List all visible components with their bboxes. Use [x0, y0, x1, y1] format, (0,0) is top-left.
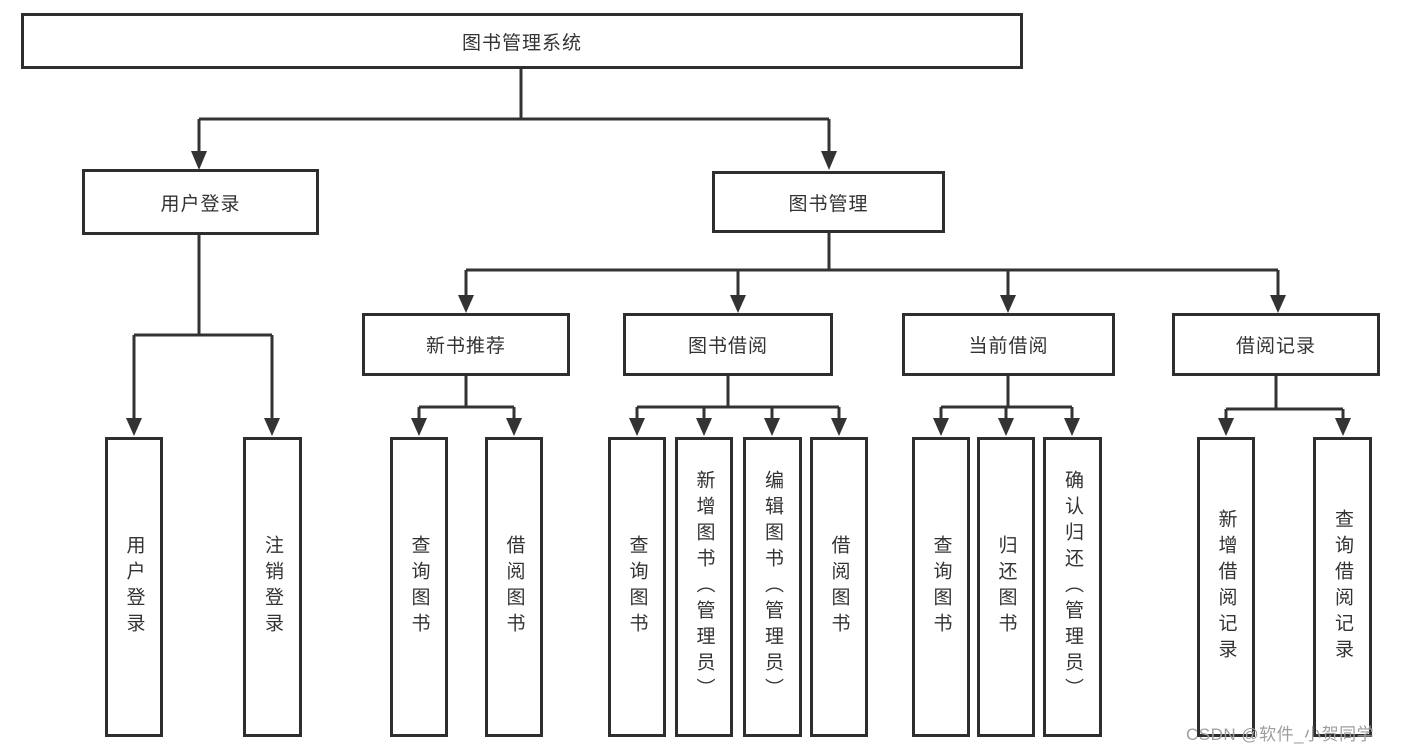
node-current-borrow: 当前借阅 — [902, 313, 1115, 376]
node-book-borrow-label: 图书借阅 — [687, 336, 768, 357]
leaf-edit-books-admin-label: 编辑图书（管理员） — [762, 470, 783, 704]
leaf-add-borrow-record-label: 新增借阅记录 — [1215, 509, 1237, 665]
leaf-query-books-current-label: 查询图书 — [930, 535, 952, 639]
watermark-text: CSDN @软件_小贺同学 — [1186, 725, 1375, 744]
node-new-book-recommend-label: 新书推荐 — [425, 336, 506, 357]
leaf-confirm-return-admin: 确认归还（管理员） — [1043, 437, 1102, 737]
node-book-management: 图书管理 — [712, 171, 945, 233]
node-new-book-recommend: 新书推荐 — [362, 313, 570, 376]
leaf-add-books-admin: 新增图书（管理员） — [675, 437, 733, 737]
leaf-edit-books-admin: 编辑图书（管理员） — [743, 437, 802, 737]
leaf-query-books-borrow: 查询图书 — [608, 437, 666, 737]
node-borrow-records: 借阅记录 — [1172, 313, 1380, 376]
leaf-query-books-recommend: 查询图书 — [390, 437, 448, 737]
leaf-borrow-books-recommend: 借阅图书 — [485, 437, 543, 737]
leaf-query-books-recommend-label: 查询图书 — [408, 535, 430, 639]
node-book-borrow: 图书借阅 — [623, 313, 833, 376]
node-root: 图书管理系统 — [21, 13, 1023, 69]
leaf-user-login-label: 用户登录 — [123, 535, 145, 639]
leaf-user-login: 用户登录 — [105, 437, 163, 737]
leaf-return-books: 归还图书 — [977, 437, 1035, 737]
leaf-query-books-borrow-label: 查询图书 — [626, 535, 648, 639]
leaf-borrow-books-label: 借阅图书 — [828, 535, 850, 639]
leaf-borrow-books-recommend-label: 借阅图书 — [503, 535, 525, 639]
leaf-query-borrow-record-label: 查询借阅记录 — [1332, 509, 1353, 665]
leaf-logout-label: 注销登录 — [262, 535, 283, 639]
node-borrow-records-label: 借阅记录 — [1235, 336, 1316, 357]
leaf-add-borrow-record: 新增借阅记录 — [1197, 437, 1255, 737]
leaf-add-books-admin-label: 新增图书（管理员） — [693, 470, 715, 704]
node-user-login-label: 用户登录 — [160, 193, 241, 215]
leaf-return-books-label: 归还图书 — [995, 535, 1017, 639]
leaf-borrow-books: 借阅图书 — [810, 437, 868, 737]
leaf-query-books-current: 查询图书 — [912, 437, 970, 737]
leaf-confirm-return-admin-label: 确认归还（管理员） — [1062, 470, 1083, 704]
node-user-login: 用户登录 — [82, 169, 319, 235]
node-book-management-label: 图书管理 — [788, 193, 869, 215]
node-root-label: 图书管理系统 — [461, 32, 582, 54]
leaf-logout: 注销登录 — [243, 437, 302, 737]
node-current-borrow-label: 当前借阅 — [968, 336, 1049, 357]
leaf-query-borrow-record: 查询借阅记录 — [1313, 437, 1372, 737]
